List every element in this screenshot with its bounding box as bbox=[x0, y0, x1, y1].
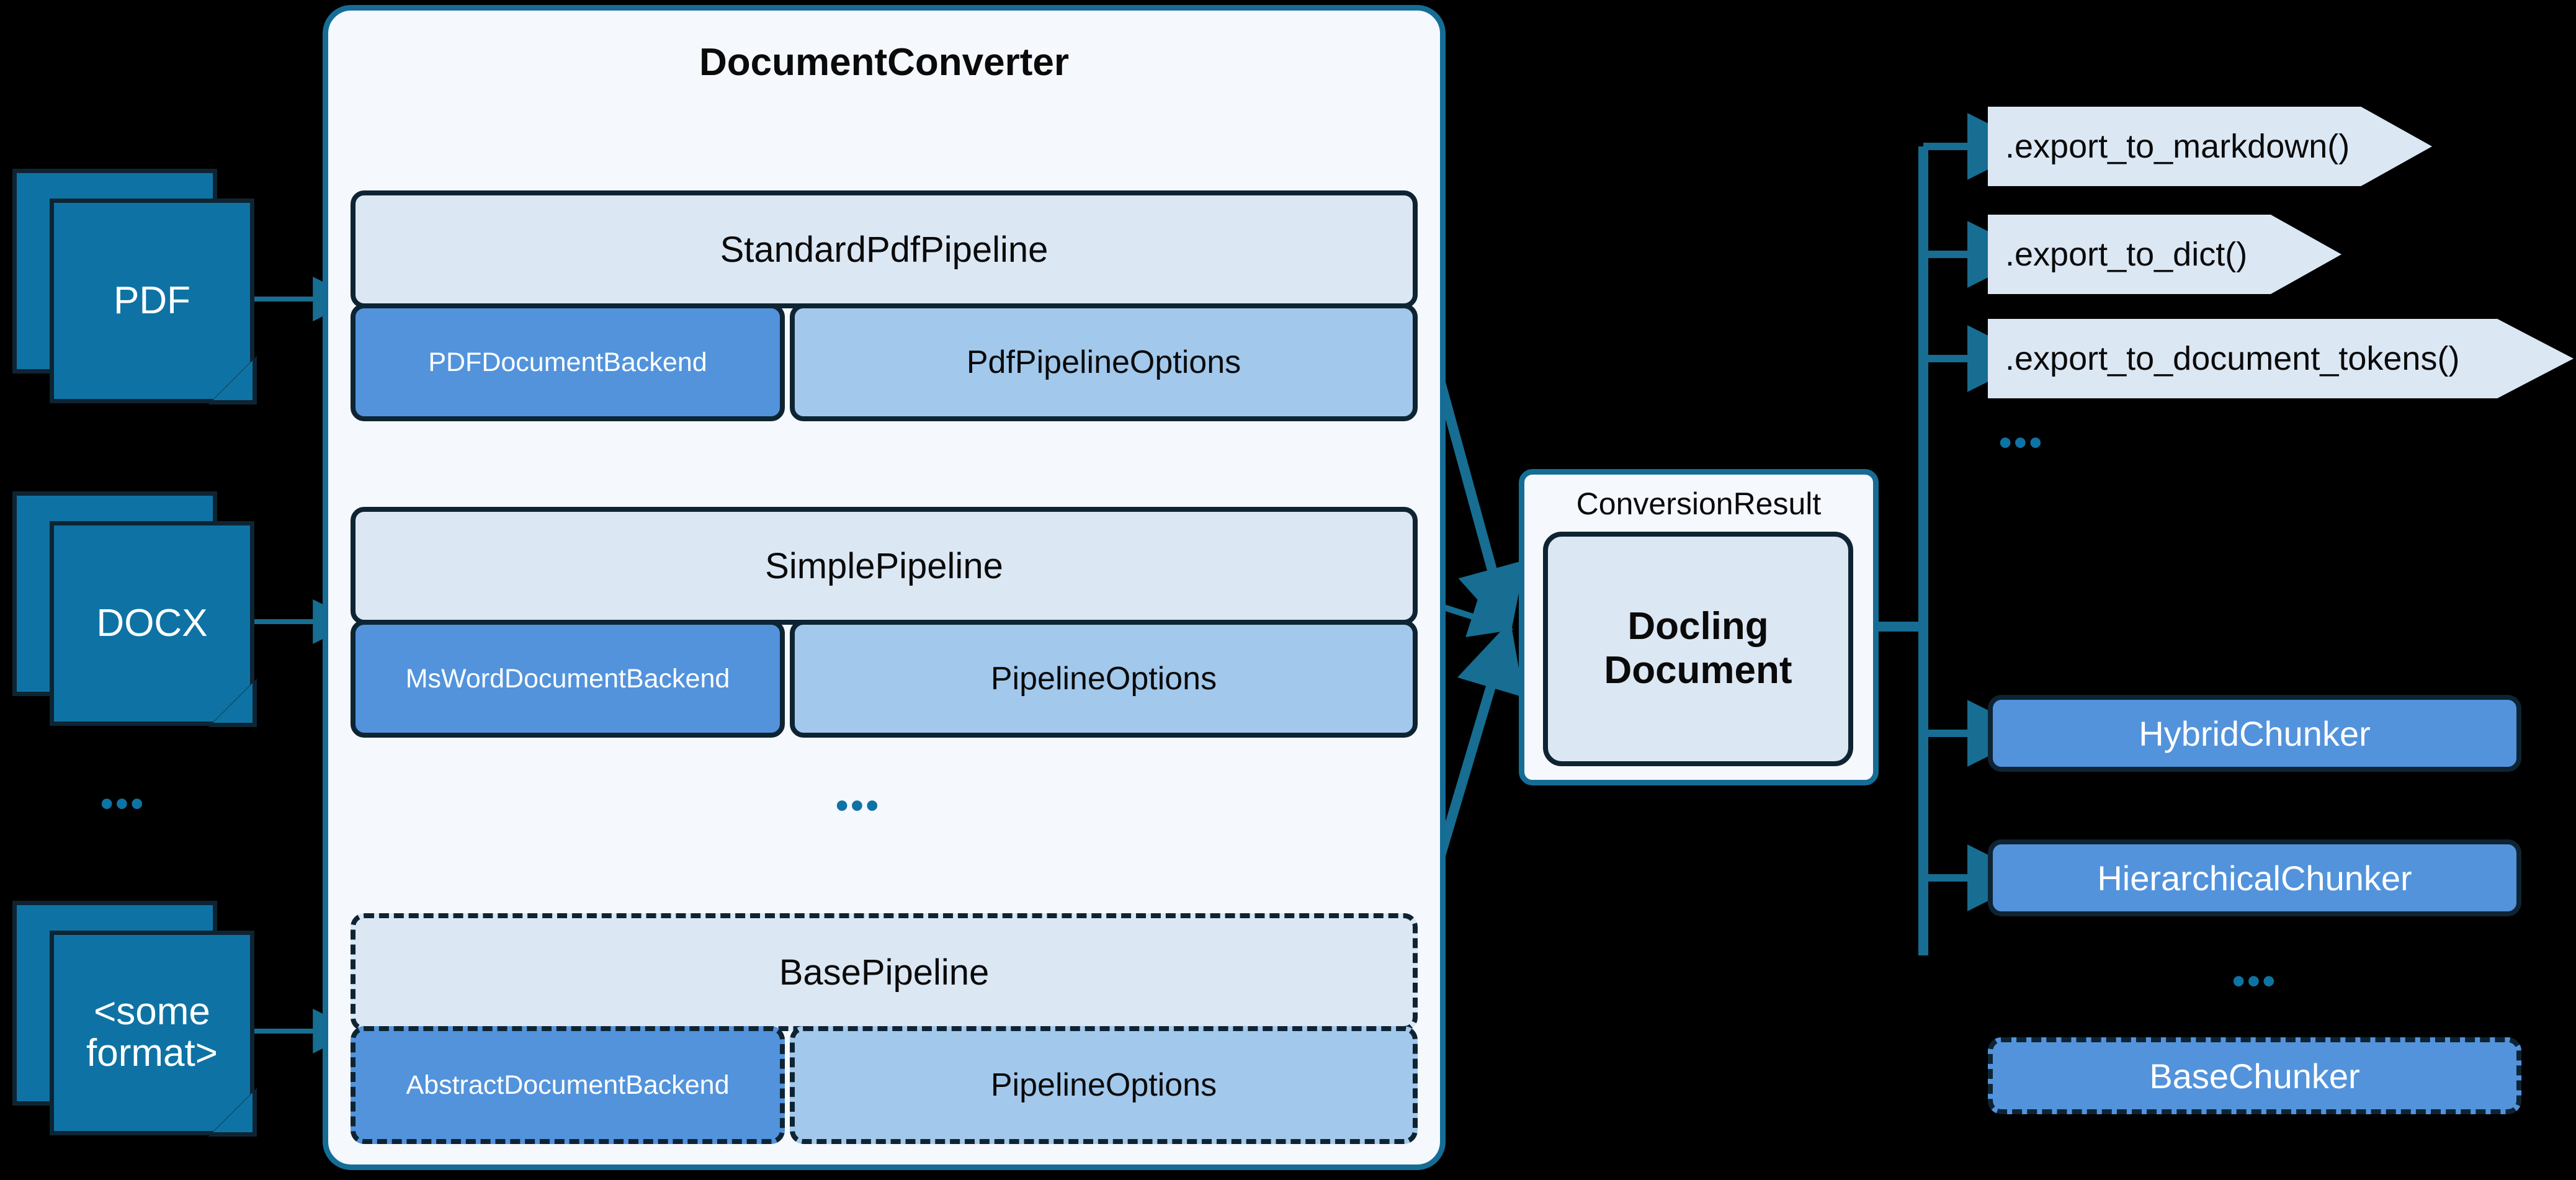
pipeline-name: SimplePipeline bbox=[351, 507, 1418, 625]
pipeline-standard-pdf[interactable]: StandardPdfPipeline PDFDocumentBackend P… bbox=[351, 190, 1418, 421]
export-method-label: .export_to_dict() bbox=[2005, 236, 2248, 273]
input-ellipsis: ••• bbox=[101, 784, 146, 824]
export-method-markdown[interactable]: .export_to_markdown() bbox=[1988, 107, 2432, 186]
document-front-sheet: PDF bbox=[50, 199, 254, 403]
pipeline-backend[interactable]: MsWordDocumentBackend bbox=[351, 620, 785, 738]
pipeline-components: PDFDocumentBackend PdfPipelineOptions bbox=[351, 303, 1418, 421]
export-method-label: .export_to_document_tokens() bbox=[2005, 340, 2460, 377]
document-label: PDF bbox=[114, 279, 190, 322]
pipeline-components: AbstractDocumentBackend PipelineOptions bbox=[351, 1026, 1418, 1144]
pipeline-base[interactable]: BasePipeline AbstractDocumentBackend Pip… bbox=[351, 913, 1418, 1144]
chunker-hierarchical[interactable]: HierarchicalChunker bbox=[1988, 839, 2521, 916]
page-title: DocumentConverter bbox=[699, 41, 1069, 84]
document-label: <some format> bbox=[86, 990, 218, 1075]
pipeline-options[interactable]: PipelineOptions bbox=[790, 620, 1418, 738]
document-label: DOCX bbox=[96, 601, 208, 645]
chunker-base[interactable]: BaseChunker bbox=[1988, 1037, 2521, 1114]
input-document-pdf[interactable]: PDF bbox=[12, 169, 261, 411]
pipeline-backend[interactable]: PDFDocumentBackend bbox=[351, 303, 785, 421]
pipeline-ellipsis: ••• bbox=[836, 785, 881, 826]
export-method-document-tokens[interactable]: .export_to_document_tokens() bbox=[1988, 319, 2574, 398]
document-front-sheet: <some format> bbox=[50, 931, 254, 1135]
chunker-hybrid[interactable]: HybridChunker bbox=[1988, 695, 2521, 772]
input-document-other-format[interactable]: <some format> bbox=[12, 901, 261, 1143]
input-document-docx[interactable]: DOCX bbox=[12, 491, 261, 733]
document-front-sheet: DOCX bbox=[50, 521, 254, 726]
pipeline-components: MsWordDocumentBackend PipelineOptions bbox=[351, 620, 1418, 738]
docling-document-label: Docling Document bbox=[1604, 605, 1792, 692]
pipeline-name: StandardPdfPipeline bbox=[351, 190, 1418, 308]
export-method-label: .export_to_markdown() bbox=[2005, 128, 2350, 165]
chunker-label: HybridChunker bbox=[2139, 713, 2371, 753]
pipeline-name: BasePipeline bbox=[351, 913, 1418, 1031]
export-method-dict[interactable]: .export_to_dict() bbox=[1988, 215, 2341, 294]
chunker-label: HierarchicalChunker bbox=[2097, 858, 2412, 898]
chunker-ellipsis: ••• bbox=[2232, 961, 2278, 1001]
chunker-label: BaseChunker bbox=[2149, 1056, 2360, 1096]
document-converter-panel: DocumentConverter StandardPdfPipeline PD… bbox=[323, 5, 1446, 1170]
pipeline-options[interactable]: PdfPipelineOptions bbox=[790, 303, 1418, 421]
conversion-result-label: ConversionResult bbox=[1576, 486, 1822, 521]
docling-document-box[interactable]: Docling Document bbox=[1543, 532, 1853, 766]
export-ellipsis: ••• bbox=[1999, 422, 2044, 463]
pipeline-options[interactable]: PipelineOptions bbox=[790, 1026, 1418, 1144]
conversion-result-panel: ConversionResult Docling Document bbox=[1519, 469, 1879, 785]
pipeline-simple[interactable]: SimplePipeline MsWordDocumentBackend Pip… bbox=[351, 507, 1418, 738]
pipeline-backend[interactable]: AbstractDocumentBackend bbox=[351, 1026, 785, 1144]
